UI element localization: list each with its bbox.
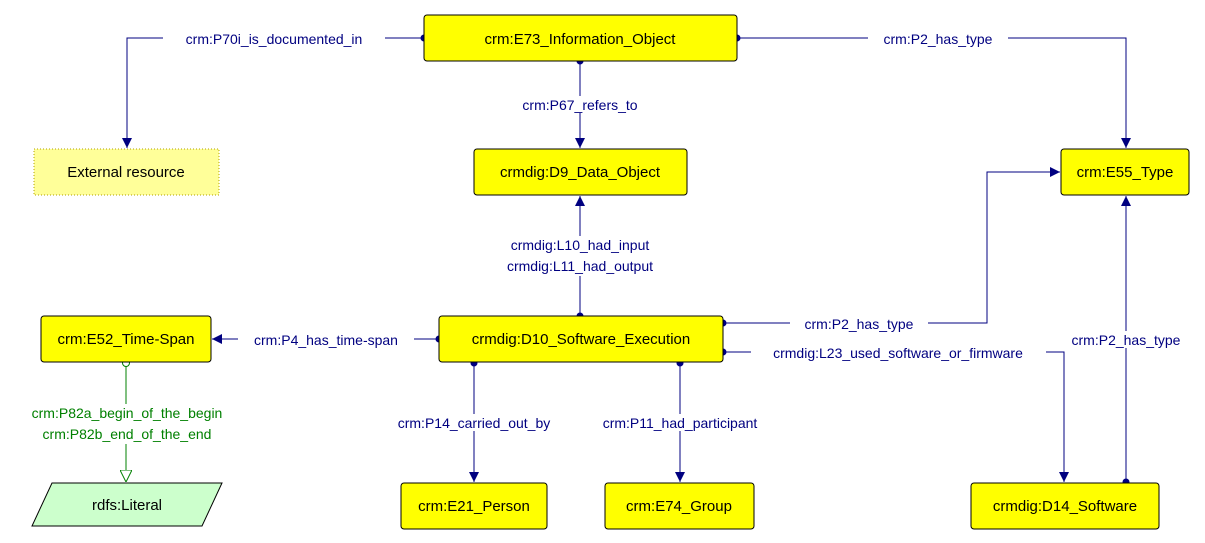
edge-label-refers-to: crm:P67_refers_to: [522, 97, 637, 113]
node-person[interactable]: crm:E21_Person: [400, 482, 548, 530]
node-label-time-span: crm:E52_Time-Span: [58, 331, 195, 348]
node-software-execution[interactable]: crmdig:D10_Software_Execution: [438, 315, 724, 363]
edge-label-software-has-type: crm:P2_has_type: [1072, 332, 1181, 348]
edge-exec-has-type: [723, 167, 1060, 324]
node-label-software-execution: crmdig:D10_Software_Execution: [472, 331, 690, 348]
node-software[interactable]: crmdig:D14_Software: [970, 482, 1160, 530]
edge-label-begin-of-begin: crm:P82a_begin_of_the_begin: [32, 405, 223, 421]
edge-label-io-has-type: crm:P2_has_type: [884, 31, 993, 47]
node-time-span[interactable]: crm:E52_Time-Span: [40, 315, 212, 363]
node-group[interactable]: crm:E74_Group: [604, 482, 755, 530]
node-information-object[interactable]: crm:E73_Information_Object: [423, 14, 738, 62]
node-label-software: crmdig:D14_Software: [993, 498, 1137, 515]
edge-label-exec-has-type: crm:P2_has_type: [805, 316, 914, 332]
edge-label-had-output: crmdig:L11_had_output: [507, 258, 653, 274]
node-label-group: crm:E74_Group: [626, 498, 732, 515]
edge-label-had-participant: crm:P11_had_participant: [603, 415, 758, 431]
node-data-object[interactable]: crmdig:D9_Data_Object: [473, 148, 688, 196]
node-label-data-object: crmdig:D9_Data_Object: [500, 164, 661, 181]
node-label-type: crm:E55_Type: [1077, 164, 1174, 181]
node-literal[interactable]: rdfs:Literal: [31, 482, 223, 527]
node-label-external-resource: External resource: [67, 164, 185, 181]
edge-label-has-time-span: crm:P4_has_time-span: [254, 332, 398, 348]
edge-label-carried-out-by: crm:P14_carried_out_by: [398, 415, 551, 431]
edge-label-had-input: crmdig:L10_had_input: [511, 237, 650, 253]
edge-label-end-of-end: crm:P82b_end_of_the_end: [43, 426, 212, 442]
edge-is-documented-in: [122, 37, 424, 148]
node-label-information-object: crm:E73_Information_Object: [485, 31, 677, 48]
node-external-resource[interactable]: External resource: [33, 148, 220, 196]
edge-used-software: [723, 351, 1069, 482]
node-label-literal: rdfs:Literal: [92, 497, 162, 514]
edge-labels: crm:P70i_is_documented_in crm:P2_has_typ…: [14, 30, 1195, 444]
edge-label-is-documented-in: crm:P70i_is_documented_in: [186, 31, 363, 47]
edge-label-used-software: crmdig:L23_used_software_or_firmware: [773, 345, 1023, 361]
edge-io-has-type: [737, 37, 1131, 148]
node-type[interactable]: crm:E55_Type: [1060, 148, 1190, 196]
node-label-person: crm:E21_Person: [418, 498, 530, 515]
